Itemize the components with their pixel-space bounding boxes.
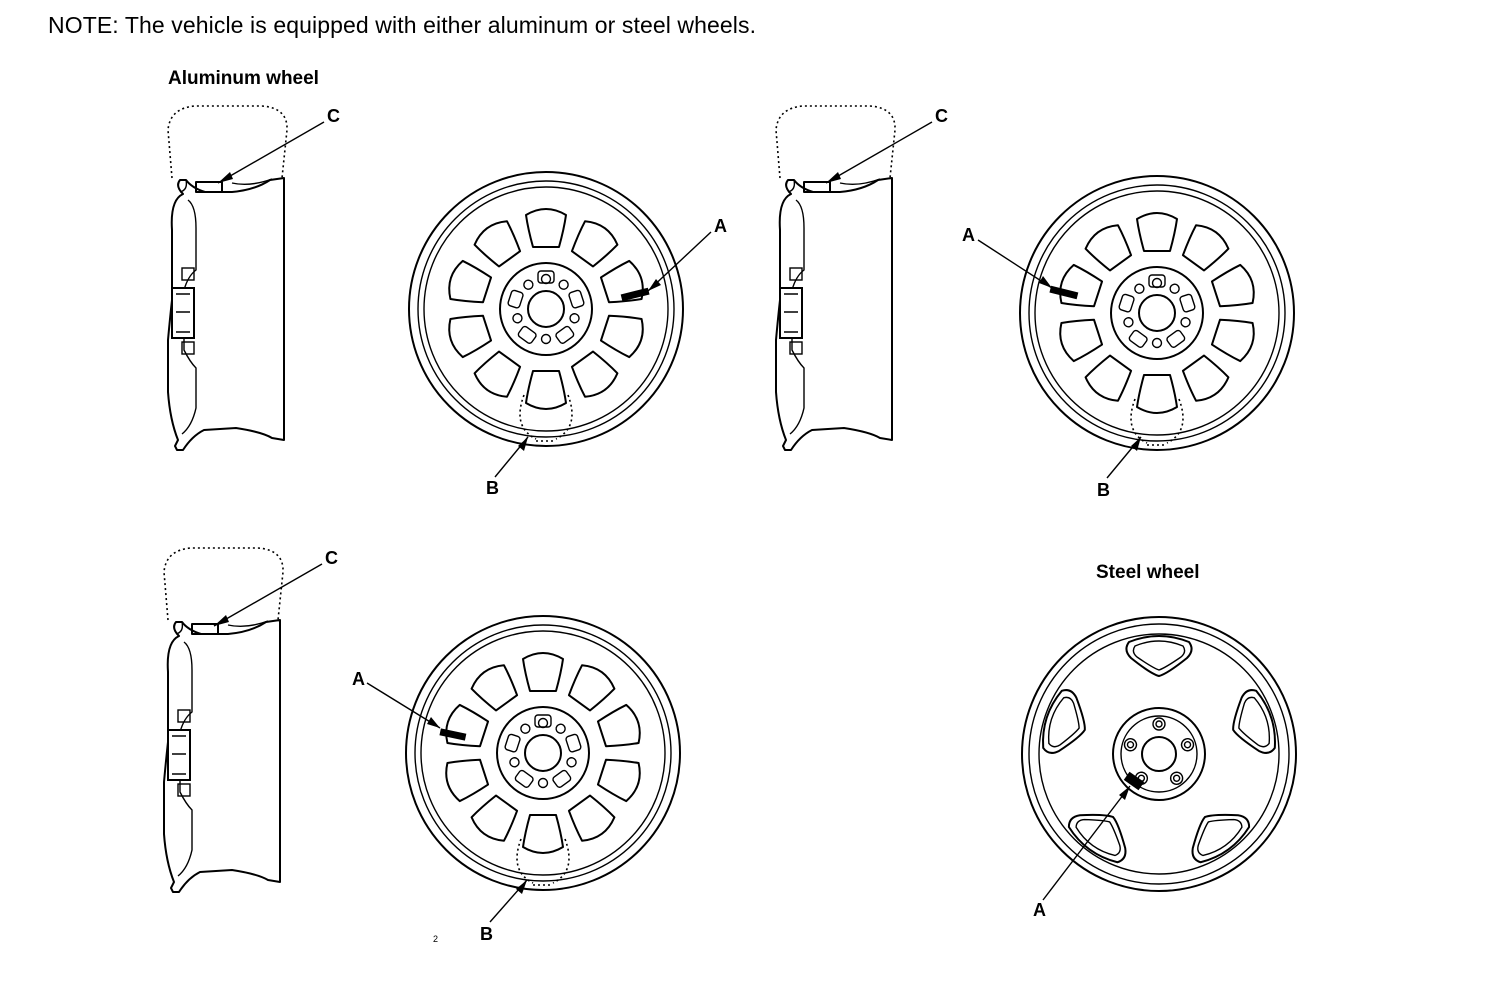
callout-a-3: A — [352, 669, 365, 689]
steel-wheel-face — [1022, 617, 1296, 891]
callout-a-4: A — [1033, 900, 1046, 920]
callout-b-3: B — [480, 924, 493, 944]
aluminum-wheel-face-2 — [1020, 176, 1294, 450]
callout-a-1: A — [714, 216, 727, 236]
aluminum-profile-2 — [775, 105, 897, 451]
valve-mark-3 — [439, 728, 467, 741]
leader-lines — [213, 121, 1142, 923]
aluminum-profile-1 — [167, 105, 289, 451]
callout-b-1: B — [486, 478, 499, 498]
aluminum-wheel-heading: Aluminum wheel — [168, 68, 319, 89]
valve-mark-2 — [1049, 285, 1079, 300]
callout-c-3: C — [325, 548, 338, 568]
aluminum-profile-3 — [163, 547, 285, 893]
valve-mark-4 — [1123, 771, 1145, 791]
note-text: NOTE: The vehicle is equipped with eithe… — [48, 12, 757, 38]
valve-mark-1 — [620, 287, 650, 302]
aluminum-wheel-face-1 — [409, 172, 683, 446]
callout-b-2: B — [1097, 480, 1110, 500]
steel-wheel-heading: Steel wheel — [1096, 562, 1200, 583]
callout-c-1: C — [327, 106, 340, 126]
aluminum-wheel-face-3 — [406, 616, 680, 890]
callout-a-2: A — [962, 225, 975, 245]
callout-c-2: C — [935, 106, 948, 126]
page-mark: 2 — [433, 934, 439, 944]
